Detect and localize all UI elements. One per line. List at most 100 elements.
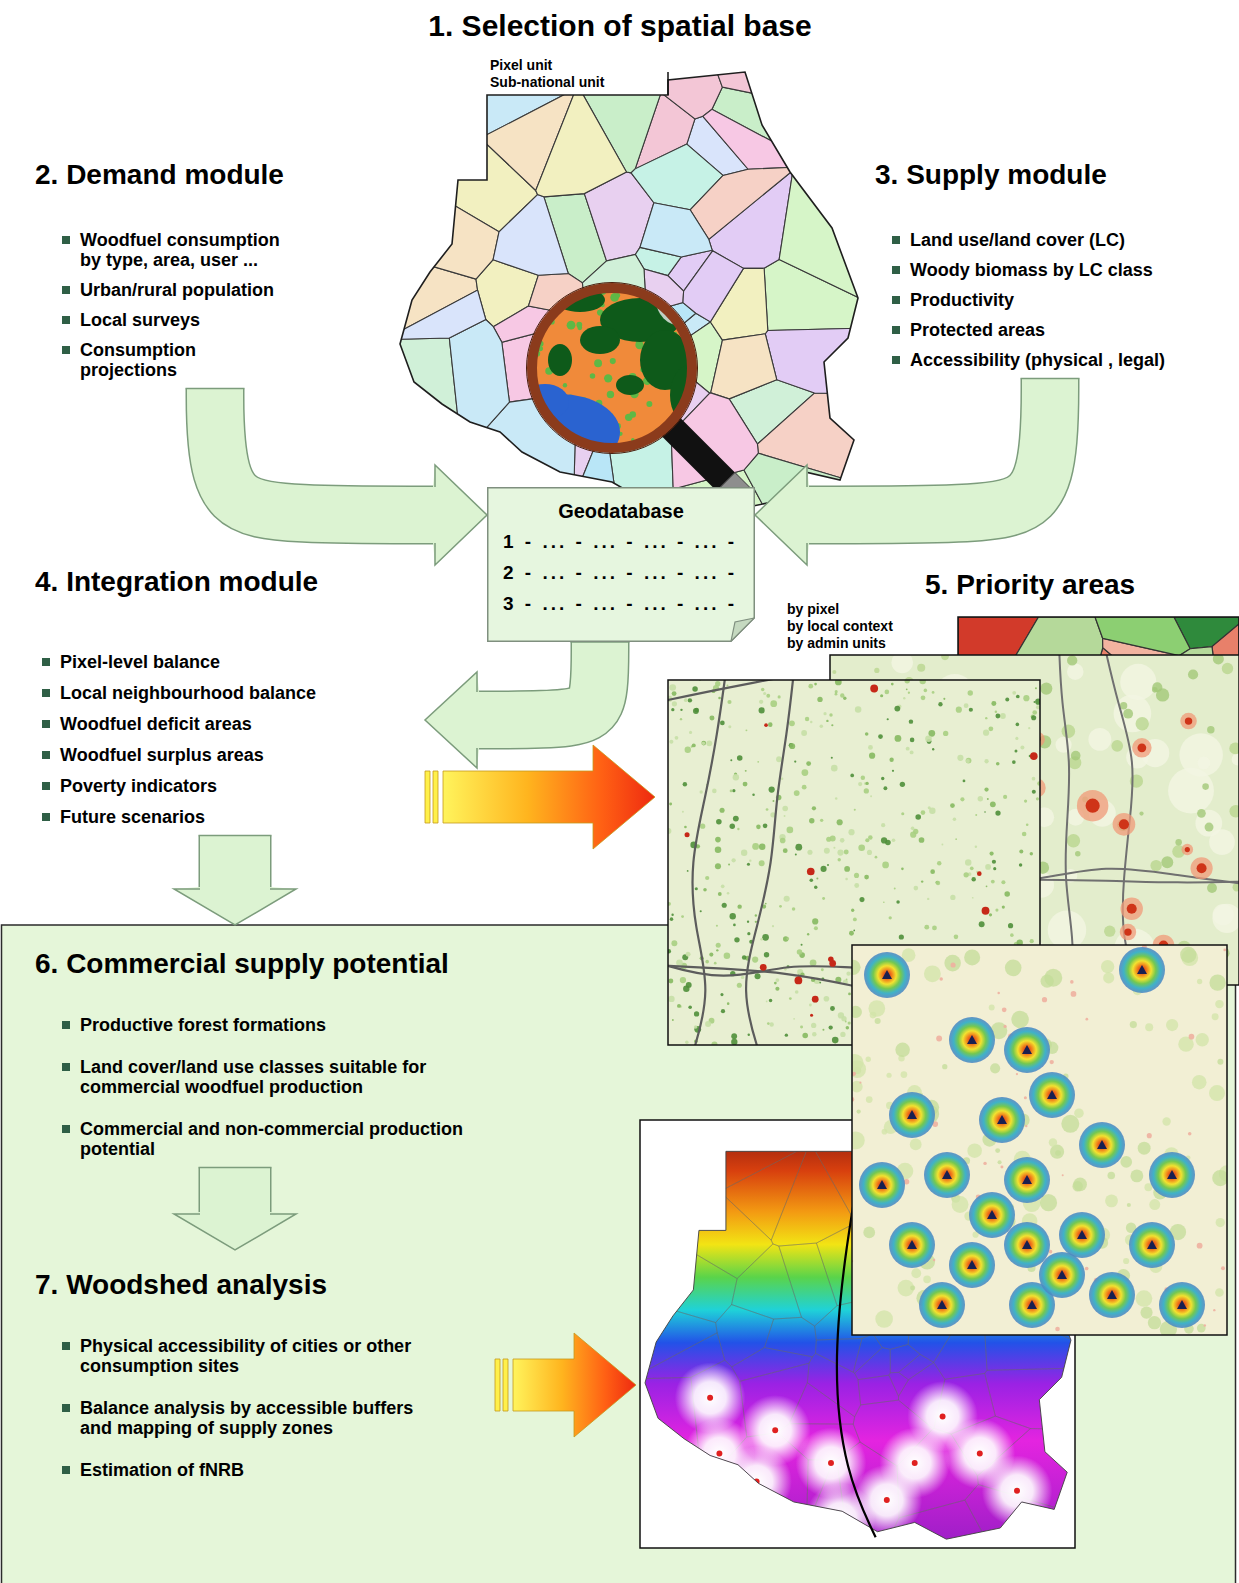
map-caption: by pixel <box>787 601 839 618</box>
deficit-spot <box>1185 847 1190 852</box>
map-speckle <box>996 762 1000 766</box>
map-patch <box>910 1138 922 1150</box>
map-speckle <box>805 717 809 721</box>
admin-boundary <box>889 1372 909 1396</box>
flow-arrow <box>495 1333 636 1437</box>
land-cover <box>545 306 549 310</box>
admin-unit <box>449 320 509 456</box>
map-speckle <box>766 694 770 698</box>
map-speckle <box>766 808 769 811</box>
deficit-spot <box>977 871 982 876</box>
map-speckle <box>809 1004 812 1007</box>
map-patch <box>1103 972 1114 983</box>
supply-buffer <box>1059 1212 1105 1258</box>
bullet-square <box>892 326 900 334</box>
consumption-site <box>877 1180 887 1189</box>
background-panel <box>2 925 1236 1583</box>
map-speckle <box>695 887 698 890</box>
map-speckle <box>721 884 725 888</box>
map-speckle <box>783 848 788 853</box>
supply-buffer <box>979 1097 1025 1143</box>
map-patch <box>1107 1172 1115 1180</box>
land-cover <box>681 299 690 308</box>
map-speckle <box>765 903 767 905</box>
map-speckle <box>722 903 727 908</box>
deficit-spot <box>685 832 690 837</box>
map-speckle <box>807 933 809 935</box>
note-heading: Geodatabase <box>503 499 739 523</box>
map-label: Pixel unit <box>490 57 552 74</box>
city-dot <box>837 1516 843 1522</box>
bullet-square <box>62 316 70 324</box>
map-speckle <box>989 913 992 916</box>
map-speckle <box>759 707 765 713</box>
map-speckle <box>995 810 1000 815</box>
map-patch <box>852 960 861 975</box>
consumption-site <box>1167 1170 1177 1179</box>
map-speckle <box>978 796 983 801</box>
map-patch <box>1152 687 1158 693</box>
map-speckle <box>766 1001 768 1003</box>
map-speckle <box>928 730 935 737</box>
pointer-tick <box>667 72 669 95</box>
map-caption: by local context <box>787 618 893 635</box>
map-patch <box>852 1081 863 1093</box>
map-speckle <box>986 885 988 887</box>
bullet-text: Woodfuel consumption by type, area, user… <box>80 230 292 270</box>
arrow-body <box>200 1167 270 1214</box>
arrow-body <box>513 1333 636 1437</box>
map-speckle <box>732 858 736 862</box>
record-row: 1 - ... - ... - ... - ... - <box>503 531 739 554</box>
map-speckle <box>924 925 929 930</box>
map-speckle <box>955 838 957 840</box>
map-speckle <box>727 700 731 704</box>
map-speckle <box>919 837 925 843</box>
land-cover <box>604 374 612 382</box>
map-speckle <box>1197 1243 1203 1249</box>
map-speckle <box>979 921 985 927</box>
map-speckle <box>965 859 971 865</box>
map-speckle <box>1002 905 1005 908</box>
deficit-spot <box>807 868 815 876</box>
land-cover <box>594 359 602 367</box>
boundary-line <box>1104 655 1139 985</box>
map-speckle <box>733 774 739 780</box>
land-cover <box>625 414 632 421</box>
module-block: 7. Woodshed analysisPhysical accessibili… <box>35 1250 430 1488</box>
map-speckle <box>780 838 786 844</box>
city-dot <box>940 1413 946 1419</box>
bullet-text: Land cover/land use classes suitable for… <box>80 1057 480 1097</box>
supply-buffer <box>924 1152 970 1198</box>
land-cover <box>610 358 616 364</box>
map-patch <box>1205 823 1214 832</box>
map-speckle <box>938 702 942 706</box>
forest-patch <box>548 344 572 376</box>
bullet-item: Productive forest formations <box>35 1015 480 1035</box>
admin-unit <box>536 86 627 197</box>
map-speckle <box>702 742 705 745</box>
map-speckle <box>933 1259 935 1261</box>
map-speckle <box>921 880 923 882</box>
connector <box>755 378 1080 565</box>
map-speckle <box>742 955 746 959</box>
bullet-square <box>62 1021 70 1029</box>
admin-unit <box>711 334 777 399</box>
map-speckle <box>1023 695 1029 701</box>
admin-boundary <box>764 1317 816 1356</box>
map-patch <box>1209 1085 1225 1101</box>
map-speckle <box>784 896 790 902</box>
map-speckle <box>668 996 674 1002</box>
map-speckle <box>789 743 795 749</box>
map-speckle <box>985 864 991 870</box>
map-speckle <box>1188 1132 1192 1136</box>
map-speckle <box>824 848 830 854</box>
map-speckle <box>1025 1125 1027 1127</box>
land-cover <box>685 311 694 320</box>
consumption-site <box>1022 1175 1032 1184</box>
consumption-site <box>937 1300 947 1309</box>
map-speckle <box>727 892 730 895</box>
arrow-body <box>807 378 1050 515</box>
map-speckle <box>910 738 915 743</box>
map-speckle <box>928 806 931 809</box>
map-frame <box>852 945 1227 1335</box>
